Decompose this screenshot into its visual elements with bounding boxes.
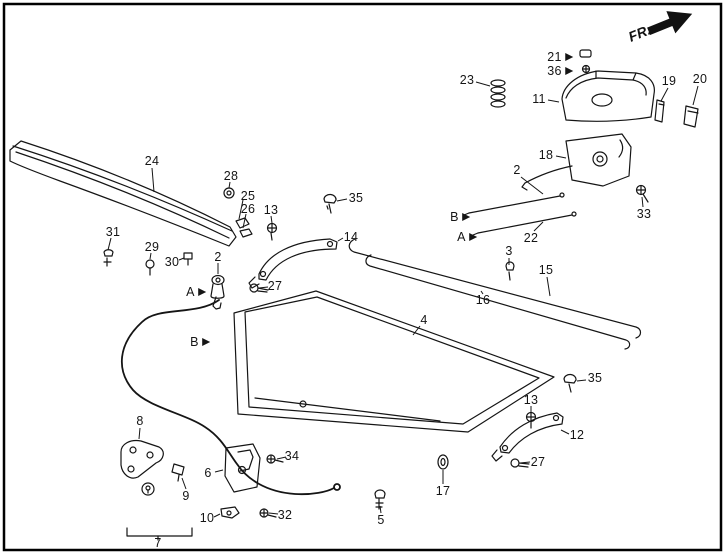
leader-line <box>214 469 224 473</box>
leader-line <box>475 81 491 87</box>
leader-line <box>576 379 587 382</box>
grommet-17 <box>437 454 449 470</box>
leader-line <box>107 237 112 251</box>
leader-lines <box>107 81 699 518</box>
leader-line <box>546 276 551 297</box>
part-20 <box>683 105 699 128</box>
leader-line <box>555 155 567 159</box>
fr-direction-indicator: FR. <box>626 11 693 45</box>
bolt-27-left <box>249 283 269 293</box>
bolt-13-left <box>266 222 278 241</box>
leader-line <box>138 427 141 440</box>
part-9 <box>171 463 185 482</box>
spring-23 <box>490 79 506 108</box>
fr-label: FR. <box>626 21 653 44</box>
group-bracket-7 <box>126 527 193 541</box>
leader-line <box>480 290 484 295</box>
housing-11 <box>561 70 655 122</box>
leader-line <box>178 257 185 261</box>
leader-line <box>238 199 244 220</box>
grommet-28 <box>223 187 235 199</box>
screw-35-right <box>563 373 577 393</box>
leader-line <box>692 85 699 106</box>
bolt-36 <box>581 64 591 74</box>
clip-31 <box>103 249 114 267</box>
leader-line <box>660 87 669 102</box>
clip-29 <box>145 259 155 276</box>
spoiler-part <box>9 140 253 247</box>
clip-5 <box>374 489 386 510</box>
bracket-8 <box>120 439 164 496</box>
bolt-32 <box>259 508 277 518</box>
leader-line <box>336 198 348 202</box>
screw-35-left <box>323 193 337 214</box>
part-10 <box>220 506 240 519</box>
leader-line <box>181 477 187 490</box>
leader-line <box>258 286 269 289</box>
leader-line <box>276 456 287 460</box>
leader-line <box>149 252 152 260</box>
leader-line <box>412 325 421 336</box>
leader-line <box>213 513 221 518</box>
part-19 <box>654 99 665 123</box>
opener-rod-b <box>463 192 565 216</box>
bolt-13-right <box>525 411 537 429</box>
leader-line <box>337 237 344 242</box>
fr-arrow-icon <box>647 11 693 36</box>
clip-30 <box>183 252 193 266</box>
latch-18 <box>521 133 632 191</box>
opener-rod-a <box>472 211 577 236</box>
leader-line <box>533 221 544 232</box>
leader-line <box>151 167 155 193</box>
leader-line <box>641 196 644 208</box>
leader-line <box>519 461 531 464</box>
bolt-33 <box>635 184 649 203</box>
leader-line <box>547 99 560 103</box>
leader-line <box>379 505 382 514</box>
latch-6 <box>224 443 261 493</box>
leader-line <box>560 429 570 435</box>
torsion-bar-16 <box>365 254 631 350</box>
leader-line <box>242 213 247 229</box>
trunk-lid <box>233 290 555 433</box>
opener-cable <box>121 299 341 496</box>
clip-3 <box>505 261 515 281</box>
hinge-12 <box>491 412 564 462</box>
leader-line <box>520 176 544 195</box>
leader-line <box>268 512 279 515</box>
hinge-14 <box>248 238 338 289</box>
leader-line <box>228 181 231 189</box>
leader-line <box>270 215 273 224</box>
bolt-34 <box>266 454 284 464</box>
torsion-bar-15 <box>348 238 642 339</box>
part-21 <box>579 49 592 58</box>
